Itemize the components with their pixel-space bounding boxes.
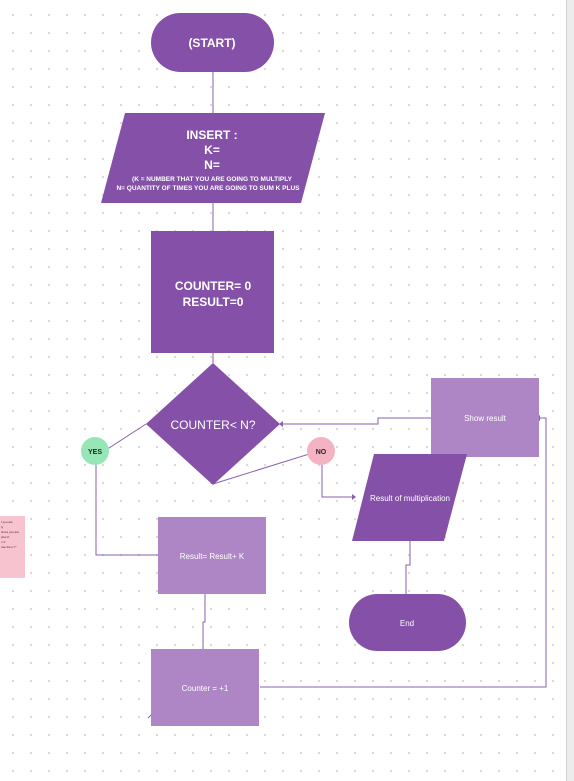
- input-line-1: INSERT :: [186, 128, 237, 142]
- sticky-note-line: = 0: [1, 540, 6, 544]
- sticky-note-line: nse then 'Y': [1, 545, 17, 549]
- end-node[interactable]: [349, 594, 466, 651]
- sticky-note-line: ly: [1, 525, 4, 529]
- output-node[interactable]: [352, 454, 467, 541]
- canvas-edge-divider: [566, 0, 567, 781]
- decision-label: COUNTER< N?: [170, 418, 255, 432]
- sticky-note-line: times you are: [1, 530, 20, 534]
- sticky-note-line: plus K: [1, 535, 10, 539]
- input-line-3: N=: [204, 158, 220, 172]
- yes-badge[interactable]: [81, 437, 109, 465]
- init-line-2: RESULT=0: [183, 295, 244, 309]
- end-label: End: [400, 619, 414, 628]
- output-label: Result of multiplication: [370, 494, 450, 503]
- connector-output-to-end: [405, 541, 411, 594]
- arrow-head-decision: [279, 421, 283, 427]
- input-node[interactable]: [101, 113, 325, 203]
- start-label: (START): [188, 36, 235, 50]
- increment-step-label: Counter = +1: [182, 684, 229, 693]
- no-label: NO: [316, 449, 327, 456]
- add-step-label: Result= Result+ K: [180, 552, 245, 561]
- start-node[interactable]: [151, 13, 274, 72]
- decision-node[interactable]: [146, 363, 280, 485]
- connectors: [95, 72, 547, 719]
- yes-label: YES: [88, 449, 102, 456]
- connector-add-to-increment: [202, 594, 206, 649]
- connector-no-to-output: [212, 449, 352, 498]
- show-result-label: Show result: [464, 414, 507, 423]
- no-badge[interactable]: [307, 437, 335, 465]
- sticky-note-line: t you are: [1, 520, 13, 524]
- connector-increment-to-show: [260, 417, 547, 688]
- init-node[interactable]: [151, 231, 274, 353]
- init-line-1: COUNTER= 0: [175, 279, 252, 293]
- input-note-line-1: (K = NUMBER THAT YOU ARE GOING TO MULTIP…: [132, 176, 293, 183]
- increment-step-node[interactable]: [151, 649, 259, 726]
- canvas-edge-panel: [566, 0, 574, 781]
- input-line-2: K=: [204, 143, 220, 157]
- sticky-note[interactable]: t you are ly times you are plus K = 0 ns…: [0, 516, 25, 578]
- arrow-head-output: [352, 494, 356, 500]
- add-step-node[interactable]: [158, 517, 266, 594]
- connector-show-to-decision: [282, 417, 431, 425]
- show-result-node[interactable]: [431, 378, 539, 457]
- input-note-line-2: N= QUANTITY OF TIMES YOU ARE GOING TO SU…: [116, 185, 300, 192]
